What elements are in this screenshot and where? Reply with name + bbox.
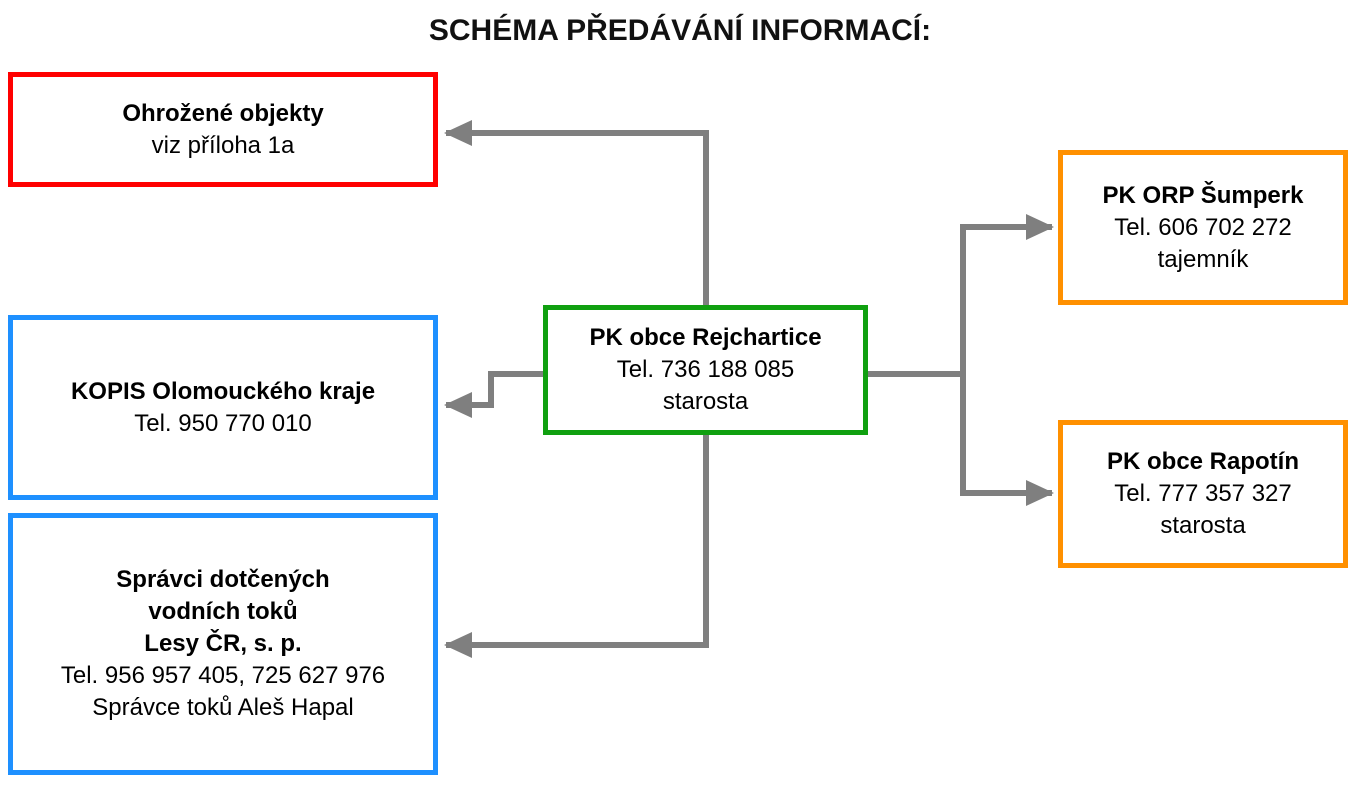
node-water-managers-title-line3: Lesy ČR, s. p. — [144, 630, 302, 657]
node-threatened-objects: Ohrožené objekty viz příloha 1a — [8, 72, 438, 187]
node-threatened-objects-subtitle: viz příloha 1a — [151, 131, 295, 159]
node-pk-rapotin: PK obce Rapotín Tel. 777 357 327 starost… — [1058, 420, 1348, 568]
connector-center-to-kopis — [444, 371, 543, 418]
node-pk-rejchartice-phone: Tel. 736 188 085 — [616, 356, 795, 383]
node-pk-rejchartice: PK obce Rejchartice Tel. 736 188 085 sta… — [543, 305, 868, 435]
node-kopis: KOPIS Olomouckého kraje Tel. 950 770 010 — [8, 315, 438, 500]
node-pk-orp-sumperk: PK ORP Šumperk Tel. 606 702 272 tajemník — [1058, 150, 1348, 305]
node-water-managers-phone: Tel. 956 957 405, 725 627 976 — [60, 662, 386, 689]
connector-center-to-threatened-objects — [444, 120, 709, 307]
node-kopis-title: KOPIS Olomouckého kraje — [70, 377, 376, 405]
node-water-managers: Správci dotčených vodních toků Lesy ČR, … — [8, 513, 438, 775]
node-pk-rapotin-phone: Tel. 777 357 327 — [1114, 480, 1292, 507]
node-threatened-objects-title: Ohrožené objekty — [122, 99, 324, 127]
connector-center-to-water-managers — [444, 433, 709, 658]
node-pk-orp-sumperk-title: PK ORP Šumperk — [1102, 181, 1304, 209]
node-pk-rapotin-role: starosta — [1160, 512, 1246, 539]
diagram-title: SCHÉMA PŘEDÁVÁNÍ INFORMACÍ: — [428, 14, 932, 47]
connector-center-to-sumperk — [866, 214, 1054, 377]
node-water-managers-contact: Správce toků Aleš Hapal — [92, 694, 354, 721]
node-pk-orp-sumperk-phone: Tel. 606 702 272 — [1114, 213, 1292, 241]
node-pk-rapotin-title: PK obce Rapotín — [1106, 448, 1299, 475]
node-water-managers-title-line2: vodních toků — [148, 598, 298, 625]
node-water-managers-title-line1: Správci dotčených — [116, 566, 330, 593]
node-pk-orp-sumperk-role: tajemník — [1157, 245, 1249, 273]
node-kopis-phone: Tel. 950 770 010 — [134, 409, 312, 437]
connector-center-to-rapotin — [960, 374, 1054, 506]
node-pk-rejchartice-title: PK obce Rejchartice — [589, 324, 822, 351]
node-pk-rejchartice-role: starosta — [662, 388, 749, 415]
